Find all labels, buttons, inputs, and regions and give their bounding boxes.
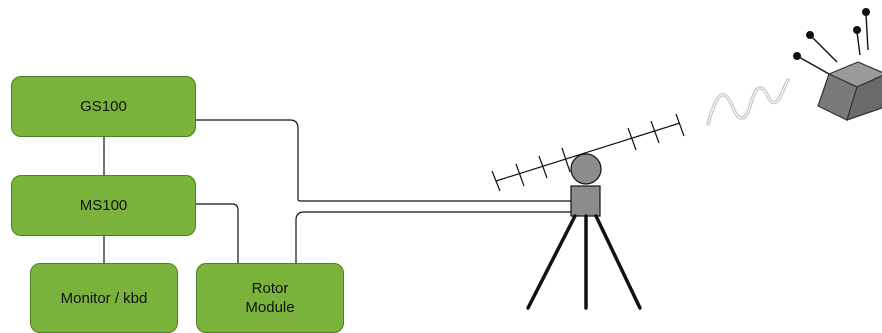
ms100-to-rotor-line [196,203,239,263]
satellite-icon [793,8,882,121]
ground-station-diagram: GS100 MS100 Monitor / kbd Rotor Module [11,8,882,333]
monitor-kbd-label: Monitor / kbd [60,289,148,307]
monitor-kbd-box: Monitor / kbd [30,263,178,333]
ms100-box: MS100 [11,175,196,236]
radio-wave-icon [706,78,790,126]
gs100-box: GS100 [11,76,196,137]
rotor-module-label: Rotor Module [245,280,295,316]
rotor-module-box: Rotor Module [196,263,344,333]
tripod-icon [526,214,642,310]
yagi-antenna-icon [491,113,685,192]
rotor-module-to-rotor-cable [295,211,571,263]
ms100-label: MS100 [79,197,128,214]
antenna-rotor-icon [570,153,602,217]
connectors [103,119,571,263]
diagram-canvas [103,8,882,310]
gs100-label: GS100 [80,98,127,115]
gs100-to-rotor-cable [196,119,571,202]
